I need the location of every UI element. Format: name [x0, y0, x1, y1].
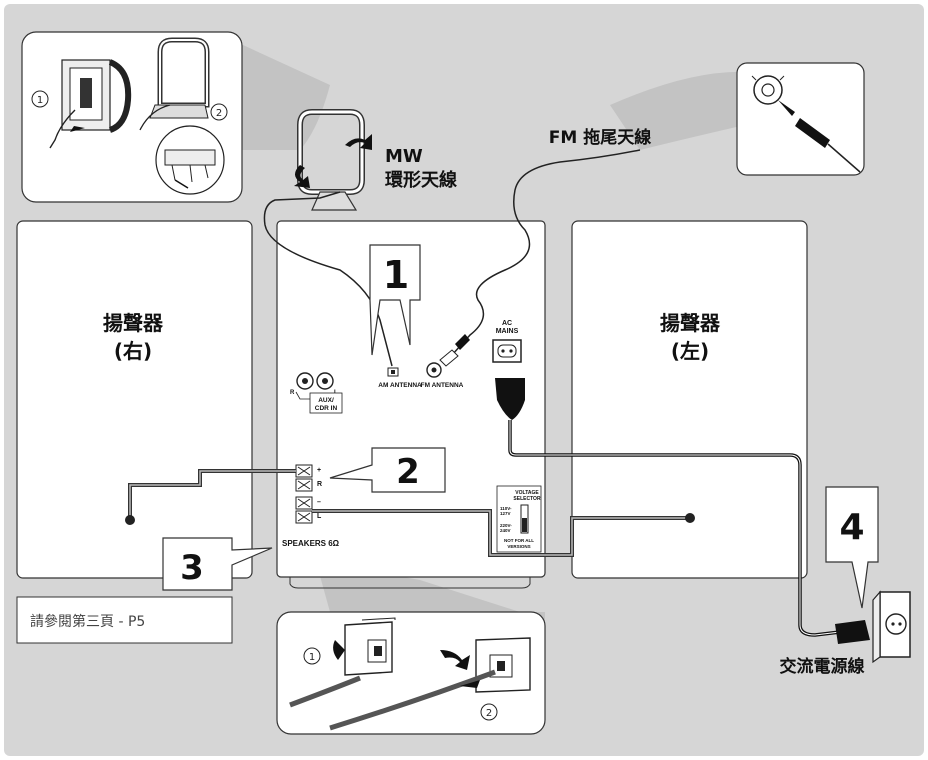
step-1-callout: 1: [369, 244, 421, 356]
fm-antenna-label: FM 拖尾天線: [549, 127, 651, 148]
ac-power-cord: [495, 378, 870, 644]
svg-text:SELECTOR: SELECTOR: [513, 496, 541, 502]
step-3-callout: 3: [162, 537, 273, 591]
svg-text:220V-: 220V-: [500, 523, 512, 528]
svg-text:2: 2: [486, 708, 492, 719]
step-4-callout: 4: [825, 486, 879, 609]
svg-text:–: –: [317, 499, 321, 506]
antenna-jacks: AM ANTENNA FM ANTENNA: [378, 362, 464, 389]
ac-mains-socket: AC MAINS: [492, 320, 522, 363]
speaker-wire-inset: 1 2: [276, 611, 546, 735]
svg-text:+: +: [317, 467, 321, 474]
reference-note-text: 請參閱第三頁 - P5: [30, 613, 145, 630]
step-2-callout: 2: [329, 447, 446, 493]
svg-text:CDR IN: CDR IN: [315, 405, 338, 412]
svg-text:2: 2: [396, 452, 420, 492]
mw-antenna-label-line2: 環形天線: [385, 169, 457, 191]
speaker-right-side: (右): [114, 339, 152, 363]
fm-wire-antenna: FM 拖尾天線: [439, 127, 651, 367]
fm-antenna-jack-label: FM ANTENNA: [421, 382, 464, 389]
svg-text:NOT FOR ALL: NOT FOR ALL: [504, 538, 534, 543]
speaker-left-title: 揚聲器: [660, 311, 721, 335]
speaker-right-title: 揚聲器: [103, 311, 164, 335]
voltage-selector: VOLTAGE SELECTOR 110V- 127V 220V- 240V N…: [496, 485, 542, 553]
mw-loop-antenna: MW 環形天線: [263, 109, 457, 367]
svg-text:240V: 240V: [500, 528, 511, 533]
svg-text:AC: AC: [502, 320, 512, 327]
main-unit-rear-panel: [276, 220, 546, 589]
svg-text:110V-: 110V-: [500, 506, 512, 511]
power-cord-label: 交流電源線: [780, 656, 865, 677]
svg-text:MAINS: MAINS: [496, 328, 519, 335]
svg-text:R: R: [290, 390, 295, 396]
mw-antenna-label-line1: MW: [385, 146, 423, 167]
svg-text:1: 1: [383, 253, 409, 297]
svg-text:VERSIONS: VERSIONS: [507, 544, 530, 549]
speaker-left: 揚聲器 (左): [571, 220, 808, 579]
speaker-left-side: (左): [671, 339, 709, 363]
speaker-terminals: + R – L SPEAKERS 6Ω: [282, 464, 340, 548]
svg-text:1: 1: [37, 95, 43, 106]
fm-connector-inset: [736, 62, 865, 176]
svg-text:2: 2: [216, 108, 222, 119]
svg-text:1: 1: [309, 652, 315, 663]
speaker-right: 揚聲器 (右): [16, 220, 253, 579]
wall-outlet: 交流電源線: [780, 590, 911, 677]
svg-text:AUX/: AUX/: [318, 397, 334, 404]
am-antenna-label: AM ANTENNA: [378, 382, 422, 389]
speakers-label: SPEAKERS 6Ω: [282, 539, 340, 548]
speaker-wires: [125, 469, 695, 557]
svg-text:R: R: [317, 481, 322, 488]
svg-text:4: 4: [839, 507, 864, 548]
aux-cdr-input: R L AUX/ CDR IN: [290, 372, 343, 414]
svg-text:3: 3: [180, 548, 204, 588]
svg-text:L: L: [317, 513, 322, 520]
reference-note: 請參閱第三頁 - P5: [16, 596, 233, 644]
svg-text:VOLTAGE: VOLTAGE: [515, 490, 539, 496]
fm-callout-wedge: [610, 71, 745, 150]
speaker-callout-wedge: [310, 540, 545, 620]
svg-text:127V: 127V: [500, 511, 511, 516]
antenna-assembly-inset: 1 2: [21, 31, 243, 203]
